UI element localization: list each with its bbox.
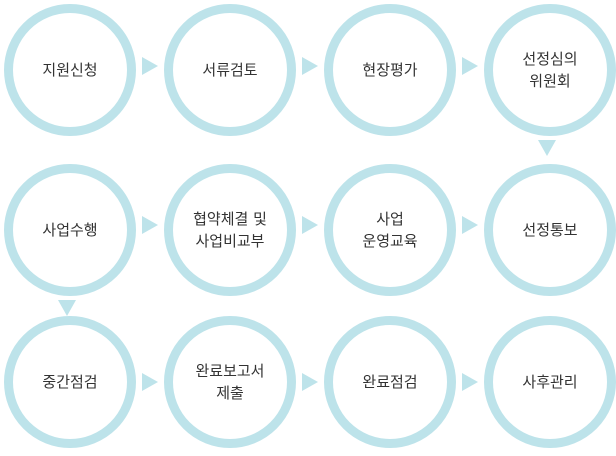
step-selection-notice: 선정통보 xyxy=(484,164,616,296)
step-label: 완료보고서 xyxy=(195,362,265,380)
step-business-execution: 사업수행 xyxy=(4,164,136,296)
step-document-review: 서류검토 xyxy=(164,4,296,136)
arrow-right-icon xyxy=(302,373,318,391)
step-label: 중간점검 xyxy=(42,373,98,391)
step-label: 서류검토 xyxy=(202,61,258,79)
step-completion-report: 완료보고서 제출 xyxy=(164,316,296,448)
arrow-right-icon xyxy=(302,57,318,75)
step-label: 사업비교부 xyxy=(195,232,265,250)
step-label: 선정심의 xyxy=(522,50,578,68)
step-label: 사업 xyxy=(376,210,404,228)
step-operation-training: 사업 운영교육 xyxy=(324,164,456,296)
step-site-evaluation: 현장평가 xyxy=(324,4,456,136)
step-selection-committee: 선정심의 위원회 xyxy=(484,4,616,136)
step-label: 사업수행 xyxy=(42,221,98,239)
arrow-down-icon xyxy=(58,300,76,316)
step-label: 사후관리 xyxy=(522,373,578,391)
arrow-right-icon xyxy=(462,57,478,75)
arrow-right-icon xyxy=(142,216,158,234)
step-label: 완료점검 xyxy=(362,373,418,391)
step-agreement-funding: 협약체결 및 사업비교부 xyxy=(164,164,296,296)
arrow-right-icon xyxy=(462,373,478,391)
arrow-right-icon xyxy=(142,373,158,391)
step-label: 선정통보 xyxy=(522,221,578,239)
step-follow-up: 사후관리 xyxy=(484,316,616,448)
step-label: 제출 xyxy=(216,384,244,402)
arrow-down-icon xyxy=(538,140,556,156)
step-completion-inspection: 완료점검 xyxy=(324,316,456,448)
step-label: 지원신청 xyxy=(42,61,98,79)
arrow-right-icon xyxy=(462,216,478,234)
step-apply: 지원신청 xyxy=(4,4,136,136)
step-label: 협약체결 및 xyxy=(193,210,267,228)
arrow-right-icon xyxy=(302,216,318,234)
step-label: 위원회 xyxy=(529,72,571,90)
step-interim-inspection: 중간점검 xyxy=(4,316,136,448)
arrow-right-icon xyxy=(142,57,158,75)
step-label: 현장평가 xyxy=(362,61,418,79)
step-label: 운영교육 xyxy=(362,232,418,250)
